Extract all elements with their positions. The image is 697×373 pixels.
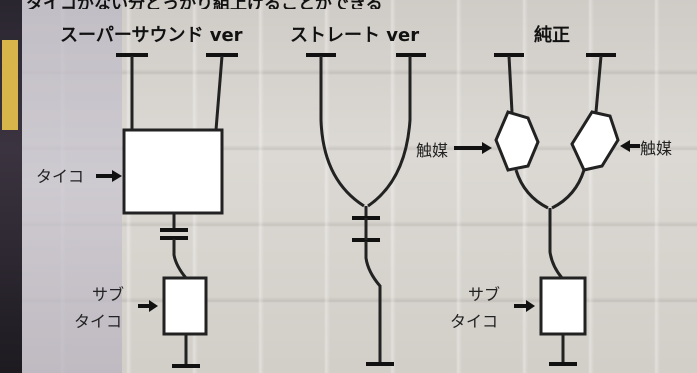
catalyst-right	[570, 110, 620, 172]
sub-muffler-label-1: サブ	[468, 285, 500, 304]
catalyst-right-arrowhead	[620, 140, 630, 152]
inlet-pipe-right	[214, 55, 224, 131]
left-edge-strip	[0, 0, 22, 373]
genuine-title: 純正	[534, 24, 570, 46]
genuine-diagram: 純正 触媒 触媒 サブ タイコ	[416, 24, 672, 366]
inlet-pipe-left	[507, 55, 514, 113]
gold-accent	[2, 40, 18, 130]
merge-pipe-left	[514, 169, 549, 210]
mid-pipe	[548, 208, 564, 279]
sub-muffler-box	[162, 276, 208, 336]
straight-diagram: ストレート ver	[290, 25, 426, 366]
sub-pipe	[172, 239, 188, 279]
sub-muffler-arrowhead	[526, 300, 535, 312]
main-muffler-box	[122, 128, 224, 215]
sub-muffler-label-2: タイコ	[74, 312, 122, 331]
inlet-pipe-left	[319, 56, 365, 208]
straight-title: ストレート ver	[290, 25, 419, 46]
main-muffler-arrowhead	[112, 170, 122, 182]
main-muffler-label: タイコ	[36, 167, 84, 186]
sub-muffler-arrowhead	[149, 300, 158, 312]
catalyst-right-label: 触媒	[640, 139, 672, 158]
inlet-pipe-right	[594, 55, 603, 113]
sub-muffler-box	[539, 276, 587, 336]
sub-muffler-label-2: タイコ	[450, 312, 498, 331]
catalyst-left	[494, 110, 540, 172]
tail-pipe	[364, 241, 382, 362]
catalyst-left-label: 触媒	[416, 141, 448, 160]
left-background-panel	[22, 0, 122, 373]
sub-muffler-label-1: サブ	[92, 285, 124, 304]
merge-pipe-right	[551, 169, 586, 210]
catalyst-left-arrowhead	[482, 142, 492, 154]
super-sound-title: スーパーサウンド ver	[60, 25, 243, 46]
inlet-pipe-right	[367, 56, 412, 208]
super-sound-diagram: スーパーサウンド ver タイコ サブ タイコ	[36, 25, 243, 368]
top-caption: タイコがない分どっかり組上げることができる	[26, 0, 526, 9]
